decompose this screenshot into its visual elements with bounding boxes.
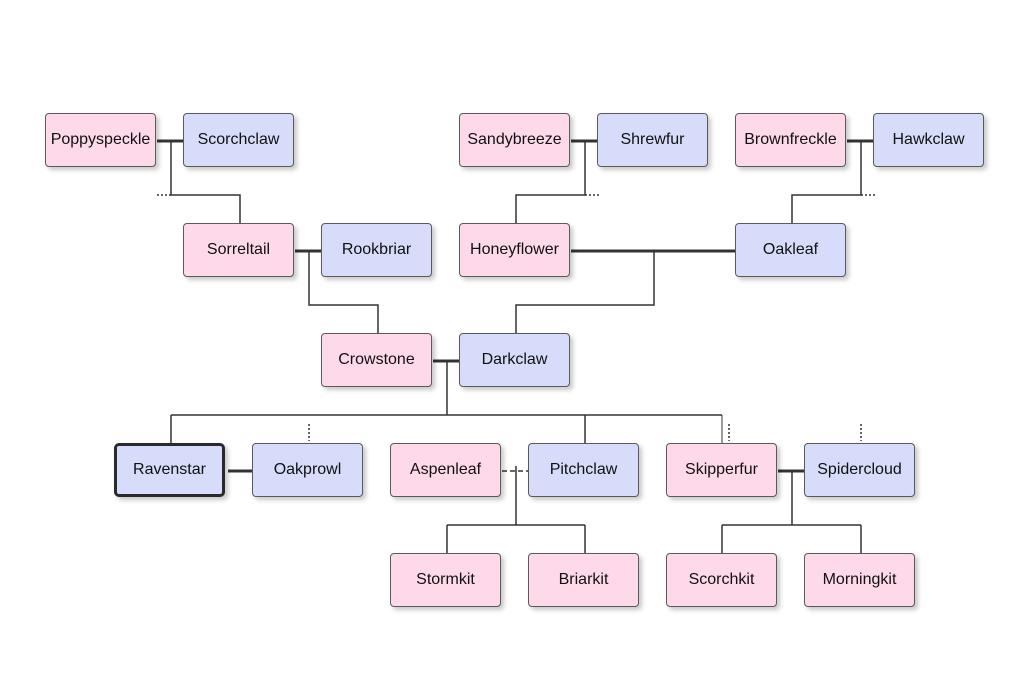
descent-line-darkclaw	[515, 251, 655, 333]
person-name: Oakprowl	[273, 461, 342, 478]
person-card-crowstone[interactable]: Crowstone	[321, 333, 432, 387]
descent-line-honeyflower	[515, 141, 586, 223]
person-name: Scorchclaw	[197, 131, 280, 148]
descent-line-oakleaf	[791, 141, 862, 223]
person-card-pitchclaw[interactable]: Pitchclaw	[528, 443, 639, 497]
person-card-skipperfur[interactable]: Skipperfur	[666, 443, 777, 497]
person-card-rookbriar[interactable]: Rookbriar	[321, 223, 432, 277]
person-name: Honeyflower	[470, 241, 559, 258]
person-name: Crowstone	[338, 351, 415, 368]
person-name: Aspenleaf	[409, 461, 482, 478]
person-card-brownfreckle[interactable]: Brownfreckle	[735, 113, 846, 167]
person-card-hawkclaw[interactable]: Hawkclaw	[873, 113, 984, 167]
person-name: Scorchkit	[688, 571, 755, 588]
person-name: Spidercloud	[817, 461, 902, 478]
person-card-aspenleaf[interactable]: Aspenleaf	[390, 443, 501, 497]
person-name: Sorreltail	[206, 241, 271, 258]
person-card-poppyspeckle[interactable]: Poppyspeckle	[45, 113, 156, 167]
person-name: Sandybreeze	[467, 131, 562, 148]
person-name: Brownfreckle	[744, 131, 837, 148]
person-name: Poppyspeckle	[50, 131, 151, 148]
person-card-darkclaw[interactable]: Darkclaw	[459, 333, 570, 387]
person-name: Oakleaf	[762, 241, 819, 258]
person-card-scorchkit[interactable]: Scorchkit	[666, 553, 777, 607]
person-name: Morningkit	[822, 571, 897, 588]
person-card-honeyflower[interactable]: Honeyflower	[459, 223, 570, 277]
person-name: Shrewfur	[620, 131, 685, 148]
person-card-stormkit[interactable]: Stormkit	[390, 553, 501, 607]
person-name: Rookbriar	[341, 241, 412, 258]
person-card-oakprowl[interactable]: Oakprowl	[252, 443, 363, 497]
person-name: Skipperfur	[685, 461, 758, 478]
person-card-briarkit[interactable]: Briarkit	[528, 553, 639, 607]
person-name: Stormkit	[416, 571, 475, 588]
descent-line-crowstone	[308, 251, 379, 333]
person-name: Briarkit	[558, 571, 609, 588]
person-card-spidercloud[interactable]: Spidercloud	[804, 443, 915, 497]
person-card-oakleaf[interactable]: Oakleaf	[735, 223, 846, 277]
person-name: Darkclaw	[481, 351, 548, 368]
person-name: Ravenstar	[133, 461, 206, 478]
person-card-sorreltail[interactable]: Sorreltail	[183, 223, 294, 277]
person-card-sandybreeze[interactable]: Sandybreeze	[459, 113, 570, 167]
person-card-ravenstar[interactable]: Ravenstar	[114, 443, 225, 497]
person-card-morningkit[interactable]: Morningkit	[804, 553, 915, 607]
person-card-shrewfur[interactable]: Shrewfur	[597, 113, 708, 167]
descent-line-sorreltail	[170, 141, 241, 223]
person-name: Hawkclaw	[892, 131, 965, 148]
person-name: Pitchclaw	[549, 461, 618, 478]
person-card-scorchclaw[interactable]: Scorchclaw	[183, 113, 294, 167]
